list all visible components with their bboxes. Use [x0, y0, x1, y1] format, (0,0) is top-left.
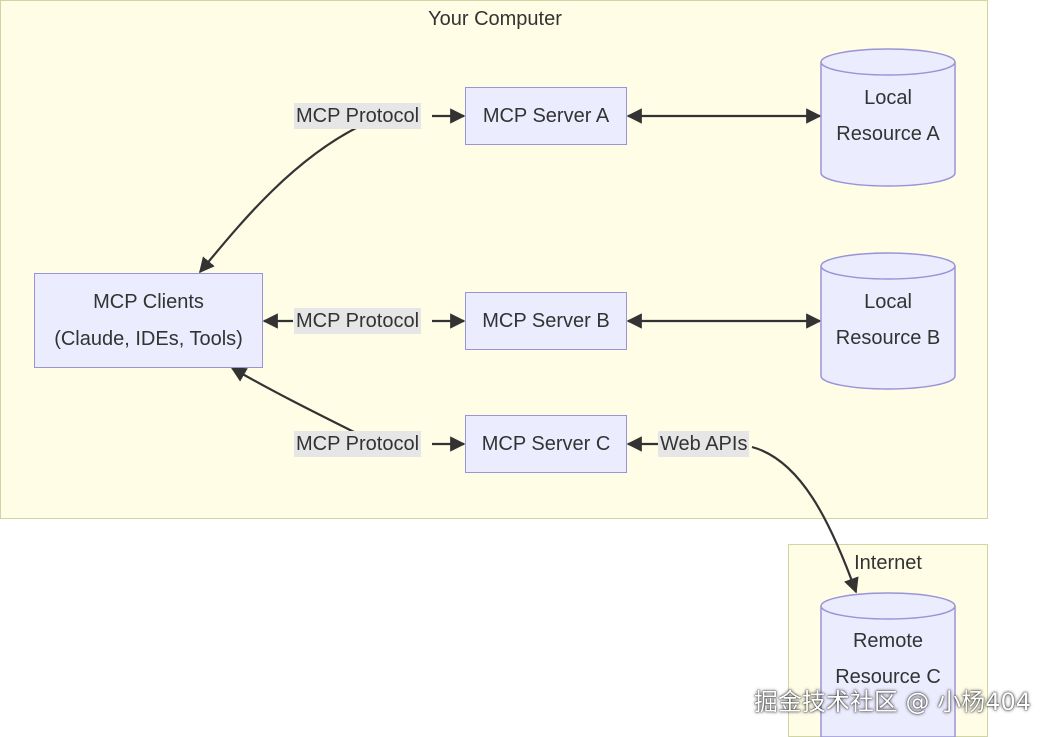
resource-b-line1: Local: [864, 291, 912, 313]
mcp-clients-subtitle: (Claude, IDEs, Tools): [54, 327, 243, 350]
resource-b-label: Local Resource B: [821, 284, 955, 356]
resource-c-label: Remote Resource C: [821, 623, 955, 695]
edge-label-protocol-c: MCP Protocol: [294, 431, 422, 457]
edge-client-server-a: [199, 124, 363, 274]
mcp-clients-title: MCP Clients: [93, 290, 204, 313]
edge-web-apis-to-resource-c: [751, 445, 859, 594]
cylinder-resource-a: [820, 48, 956, 187]
resource-c-line1: Remote: [852, 630, 924, 652]
edge-client-server-c: [230, 367, 357, 434]
resource-b-line2: Resource B: [835, 327, 941, 349]
resource-a-line2: Resource A: [836, 123, 940, 145]
mcp-server-a-node: MCP Server A: [465, 87, 627, 145]
edge-label-protocol-b: MCP Protocol: [294, 308, 422, 334]
cylinder-resource-b: [820, 252, 956, 390]
mcp-server-c-node: MCP Server C: [465, 415, 627, 473]
edge-label-web-apis: Web APIs: [658, 431, 750, 457]
resource-c-line2: Resource C: [835, 666, 941, 688]
watermark-text: 掘金技术社区 @ 小杨404: [753, 688, 1031, 716]
mcp-server-b-node: MCP Server B: [465, 292, 627, 350]
resource-a-line1: Local: [864, 87, 912, 109]
your-computer-title: Your Computer: [428, 8, 562, 30]
cylinder-resource-c: [820, 592, 956, 737]
internet-title: Internet: [854, 552, 922, 574]
edge-label-protocol-a: MCP Protocol: [294, 103, 422, 129]
mcp-clients-node: MCP Clients (Claude, IDEs, Tools): [34, 273, 263, 368]
resource-a-label: Local Resource A: [821, 80, 955, 152]
